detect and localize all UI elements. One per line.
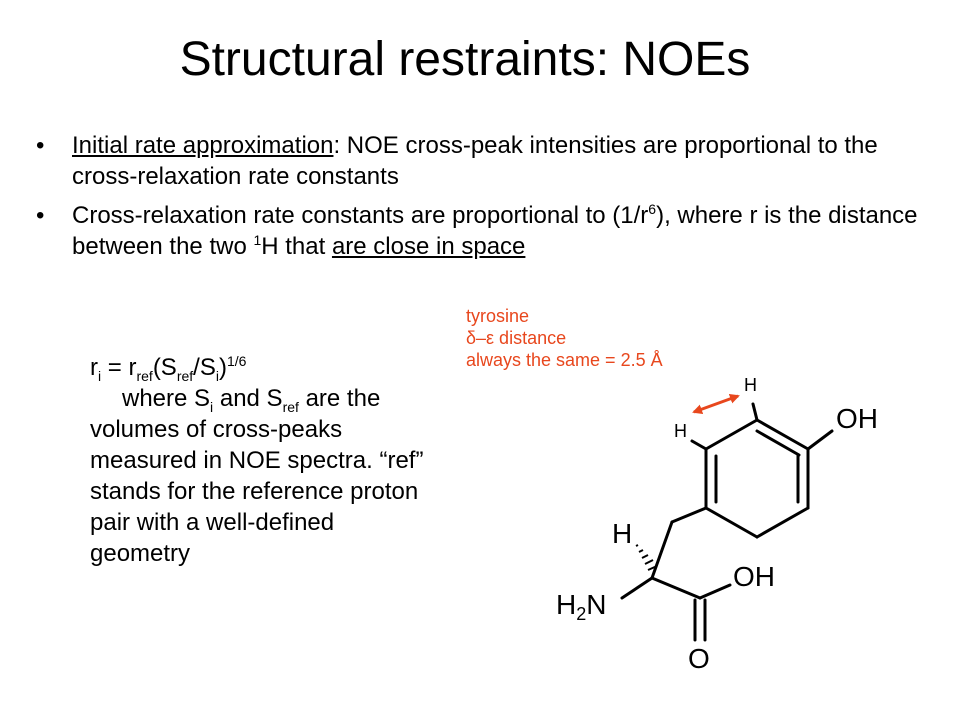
initial-rate-text: : NOE cross-peak intensities are proport… [72,132,878,190]
amine-label: H2N [556,589,606,624]
hashed-wedge [635,544,658,571]
ring-double-bond [755,429,801,457]
ring-bond [704,506,759,539]
phenol-bond [806,429,834,451]
oh-bottom-label: OH [733,561,775,592]
carboxyl-bond [650,576,702,600]
bullet-initial-rate: • Initial rate approximation: NOE cross-… [30,130,925,192]
delta-h-label: H [674,421,687,441]
isotope-superscript: 1 [253,232,262,248]
side-chain-bond [650,520,674,580]
carboxyl-bond [698,583,732,600]
tyrosine-structure: OH OH H H2N O H H [556,375,878,674]
cross-relaxation-text-2: ), where r is the distance between the t… [72,202,918,260]
annotation-line-2: δ–ε distance [466,328,567,348]
tyrosine-annotation: tyrosine δ–ε distance always the same = … [466,305,663,371]
ring-bond [755,418,810,451]
epsilon-h-label: H [744,375,757,395]
cross-relaxation-text-1: Cross-relaxation rate constants are prop… [72,202,649,229]
side-chain-bond [670,506,708,524]
ring-bond [704,418,759,451]
distance-arrow [692,394,740,414]
amine-bond [620,576,654,600]
carbonyl-o-label: O [688,643,710,674]
bullet-marker: • [36,132,45,159]
delta-h-bond [690,439,708,451]
annotation-line-3: always the same = 2.5 Å [466,350,663,370]
formula-description: where Si and Sref are the volumes of cro… [90,385,424,567]
slide-title: Structural restraints: NOEs [179,33,751,86]
ring-bond [755,506,810,539]
bullet-list: • Initial rate approximation: NOE cross-… [30,130,925,270]
initial-rate-term: Initial rate approximation [72,132,334,159]
exponent-six: 6 [648,201,657,217]
cross-relaxation-text-3: H that [261,233,332,260]
distance-formula-block: ri = rref(Sref/Si)1/6 where Si and Sref … [90,352,435,569]
bullet-cross-relaxation: • Cross-relaxation rate constants are pr… [30,200,925,262]
epsilon-h-bond [751,402,759,422]
bullet-marker: • [36,202,45,229]
oh-top-label: OH [836,403,878,434]
alpha-h-label: H [612,518,632,549]
distance-formula: ri = rref(Sref/Si)1/6 [90,353,247,384]
annotation-line-1: tyrosine [466,306,530,326]
close-in-space-underlined: are close in space [331,233,526,260]
